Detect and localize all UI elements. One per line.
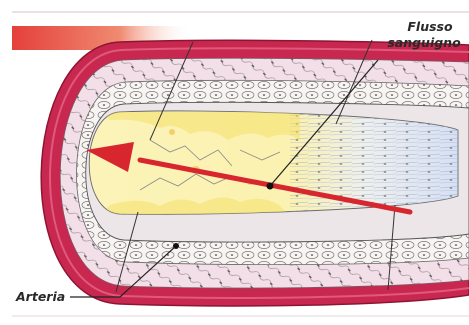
artery-pointer-dot [173,243,179,249]
flow-label-line2: sanguigno [387,35,461,50]
artery-label: Arteria [15,289,65,304]
flow-pointer-dot [267,183,274,190]
flow-label-line1: Flusso [407,19,453,34]
